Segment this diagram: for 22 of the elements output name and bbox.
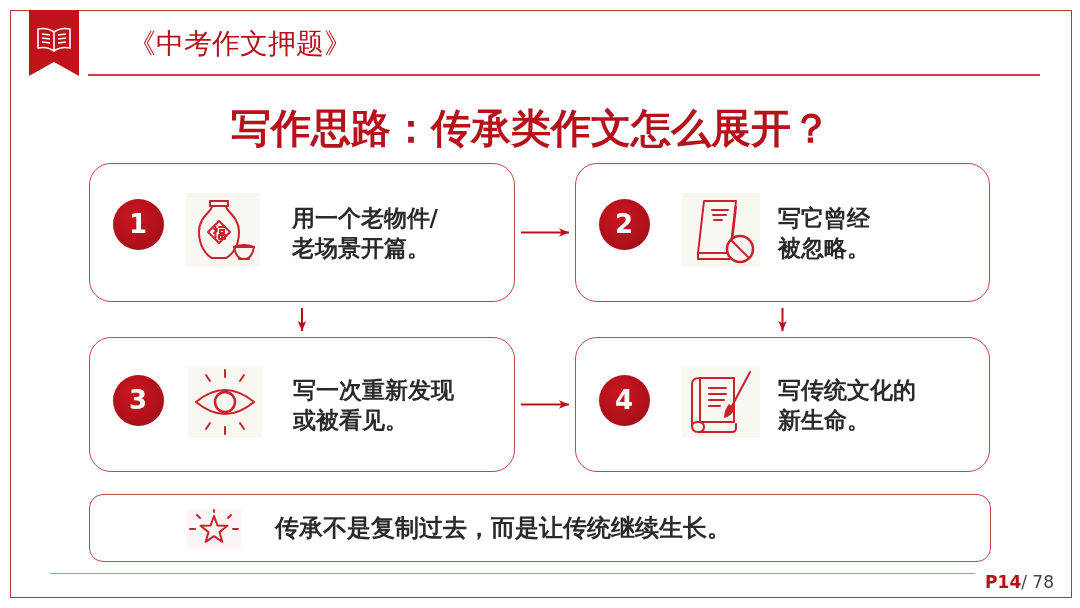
arrow (520, 228, 570, 237)
page-total: / 78 (1021, 571, 1054, 593)
summary-text: 传承不是复制过去，而是让传统继续生长。 (274, 513, 731, 543)
step-box (89, 337, 515, 472)
summary-box (89, 494, 991, 562)
step-text: 用一个老物件/老场景开篇。 (291, 203, 439, 263)
step-box (89, 163, 515, 302)
number-circle: 1 (112, 198, 164, 250)
step-box (575, 337, 990, 472)
header-text: 《中考作文押题》 (128, 27, 352, 61)
number-circle: 2 (598, 198, 650, 250)
page-number: P14 (985, 571, 1022, 593)
step-text: 写一次重新发现或被看见。 (292, 375, 455, 435)
number-circle: 4 (598, 374, 650, 426)
arrow (297, 307, 307, 332)
arrow (778, 307, 787, 332)
step-box (575, 163, 990, 302)
slide-title: 写作思路：传承类作文怎么展开？ (231, 104, 831, 153)
step-text: 写它曾经被忽略。 (777, 203, 871, 263)
step-text: 写传统文化的新生命。 (777, 375, 917, 435)
arrow (520, 400, 570, 409)
number-circle: 3 (112, 374, 164, 426)
